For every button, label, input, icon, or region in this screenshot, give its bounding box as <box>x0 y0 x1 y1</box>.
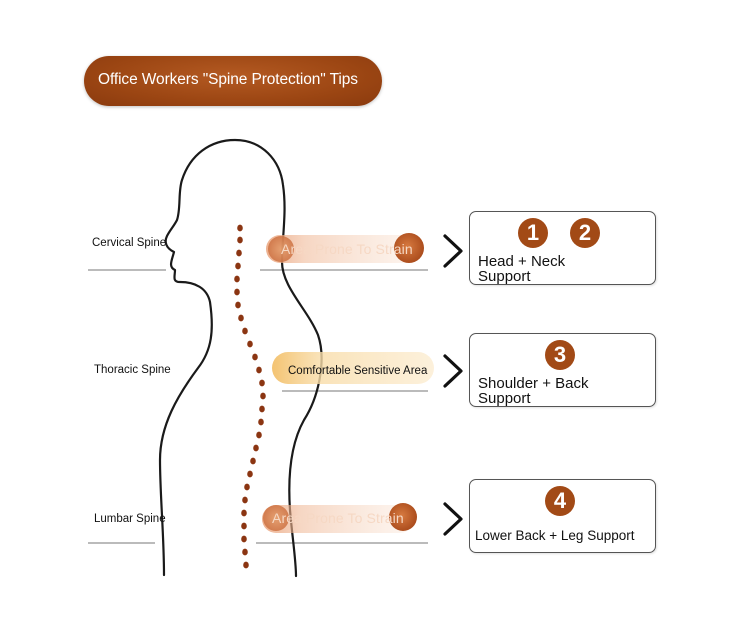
thoracic-area-text: Comfortable Sensitive Area <box>288 365 428 377</box>
lumbar-area-text: Area Prone To Strain <box>272 510 404 526</box>
vertebra-dot <box>242 327 248 335</box>
vertebra-dot <box>235 262 241 270</box>
vertebra-dot <box>241 509 247 517</box>
chevron-right-icon <box>443 354 463 388</box>
vertebra-dot <box>258 418 264 426</box>
vertebra-dot <box>256 431 262 439</box>
chevron-right-icon <box>443 502 463 536</box>
vertebra-dot <box>242 496 248 504</box>
vertebra-dot <box>244 483 250 491</box>
guide-lines <box>88 269 428 544</box>
head-neck-line1: Head + Neck <box>478 253 566 270</box>
thoracic-spine-label: Thoracic Spine <box>94 364 171 376</box>
lumbar-spine-label: Lumbar Spine <box>94 513 166 525</box>
vertebra-dot <box>235 301 241 309</box>
cervical-area-text: Area Prone To Strain <box>281 241 413 257</box>
vertebra-dot <box>253 444 259 452</box>
number-badge-2: 2 <box>570 218 600 248</box>
vertebra-dot <box>238 314 244 322</box>
vertebra-dot <box>243 561 249 569</box>
vertebra-dot <box>236 249 242 257</box>
vertebra-dot <box>256 366 262 374</box>
vertebra-dot <box>247 340 253 348</box>
head-neck-line2: Support <box>478 268 531 285</box>
vertebra-dot <box>252 353 258 361</box>
page-title: Office Workers "Spine Protection" Tips <box>98 71 358 88</box>
vertebra-dot <box>241 535 247 543</box>
spine-dots <box>234 224 266 569</box>
vertebra-dot <box>237 224 243 232</box>
number-badge-1: 1 <box>518 218 548 248</box>
vertebra-dot <box>241 522 247 530</box>
number-badge-4: 4 <box>545 486 575 516</box>
thoracic-comfort-band <box>272 352 434 384</box>
vertebra-dot <box>234 288 240 296</box>
shoulder-back-line2: Support <box>478 390 531 407</box>
head-neck-card <box>469 211 656 285</box>
vertebra-dot <box>247 470 253 478</box>
vertebra-dot <box>242 548 248 556</box>
vertebra-dot <box>237 236 243 244</box>
chevron-right-icon <box>443 234 463 268</box>
vertebra-dot <box>250 457 256 465</box>
shoulder-back-card <box>469 333 656 407</box>
vertebra-dot <box>234 275 240 283</box>
title-banner <box>84 56 382 106</box>
vertebra-dot <box>260 392 266 400</box>
lower-back-leg-text: Lower Back + Leg Support <box>475 528 635 543</box>
vertebra-dot <box>259 379 265 387</box>
number-badge-3: 3 <box>545 340 575 370</box>
cervical-strain-band <box>266 233 424 263</box>
lumbar-strain-band <box>262 503 417 533</box>
cervical-spine-label: Cervical Spine <box>92 237 167 249</box>
shoulder-back-line1: Shoulder + Back <box>478 375 589 392</box>
vertebra-dot <box>259 405 265 413</box>
